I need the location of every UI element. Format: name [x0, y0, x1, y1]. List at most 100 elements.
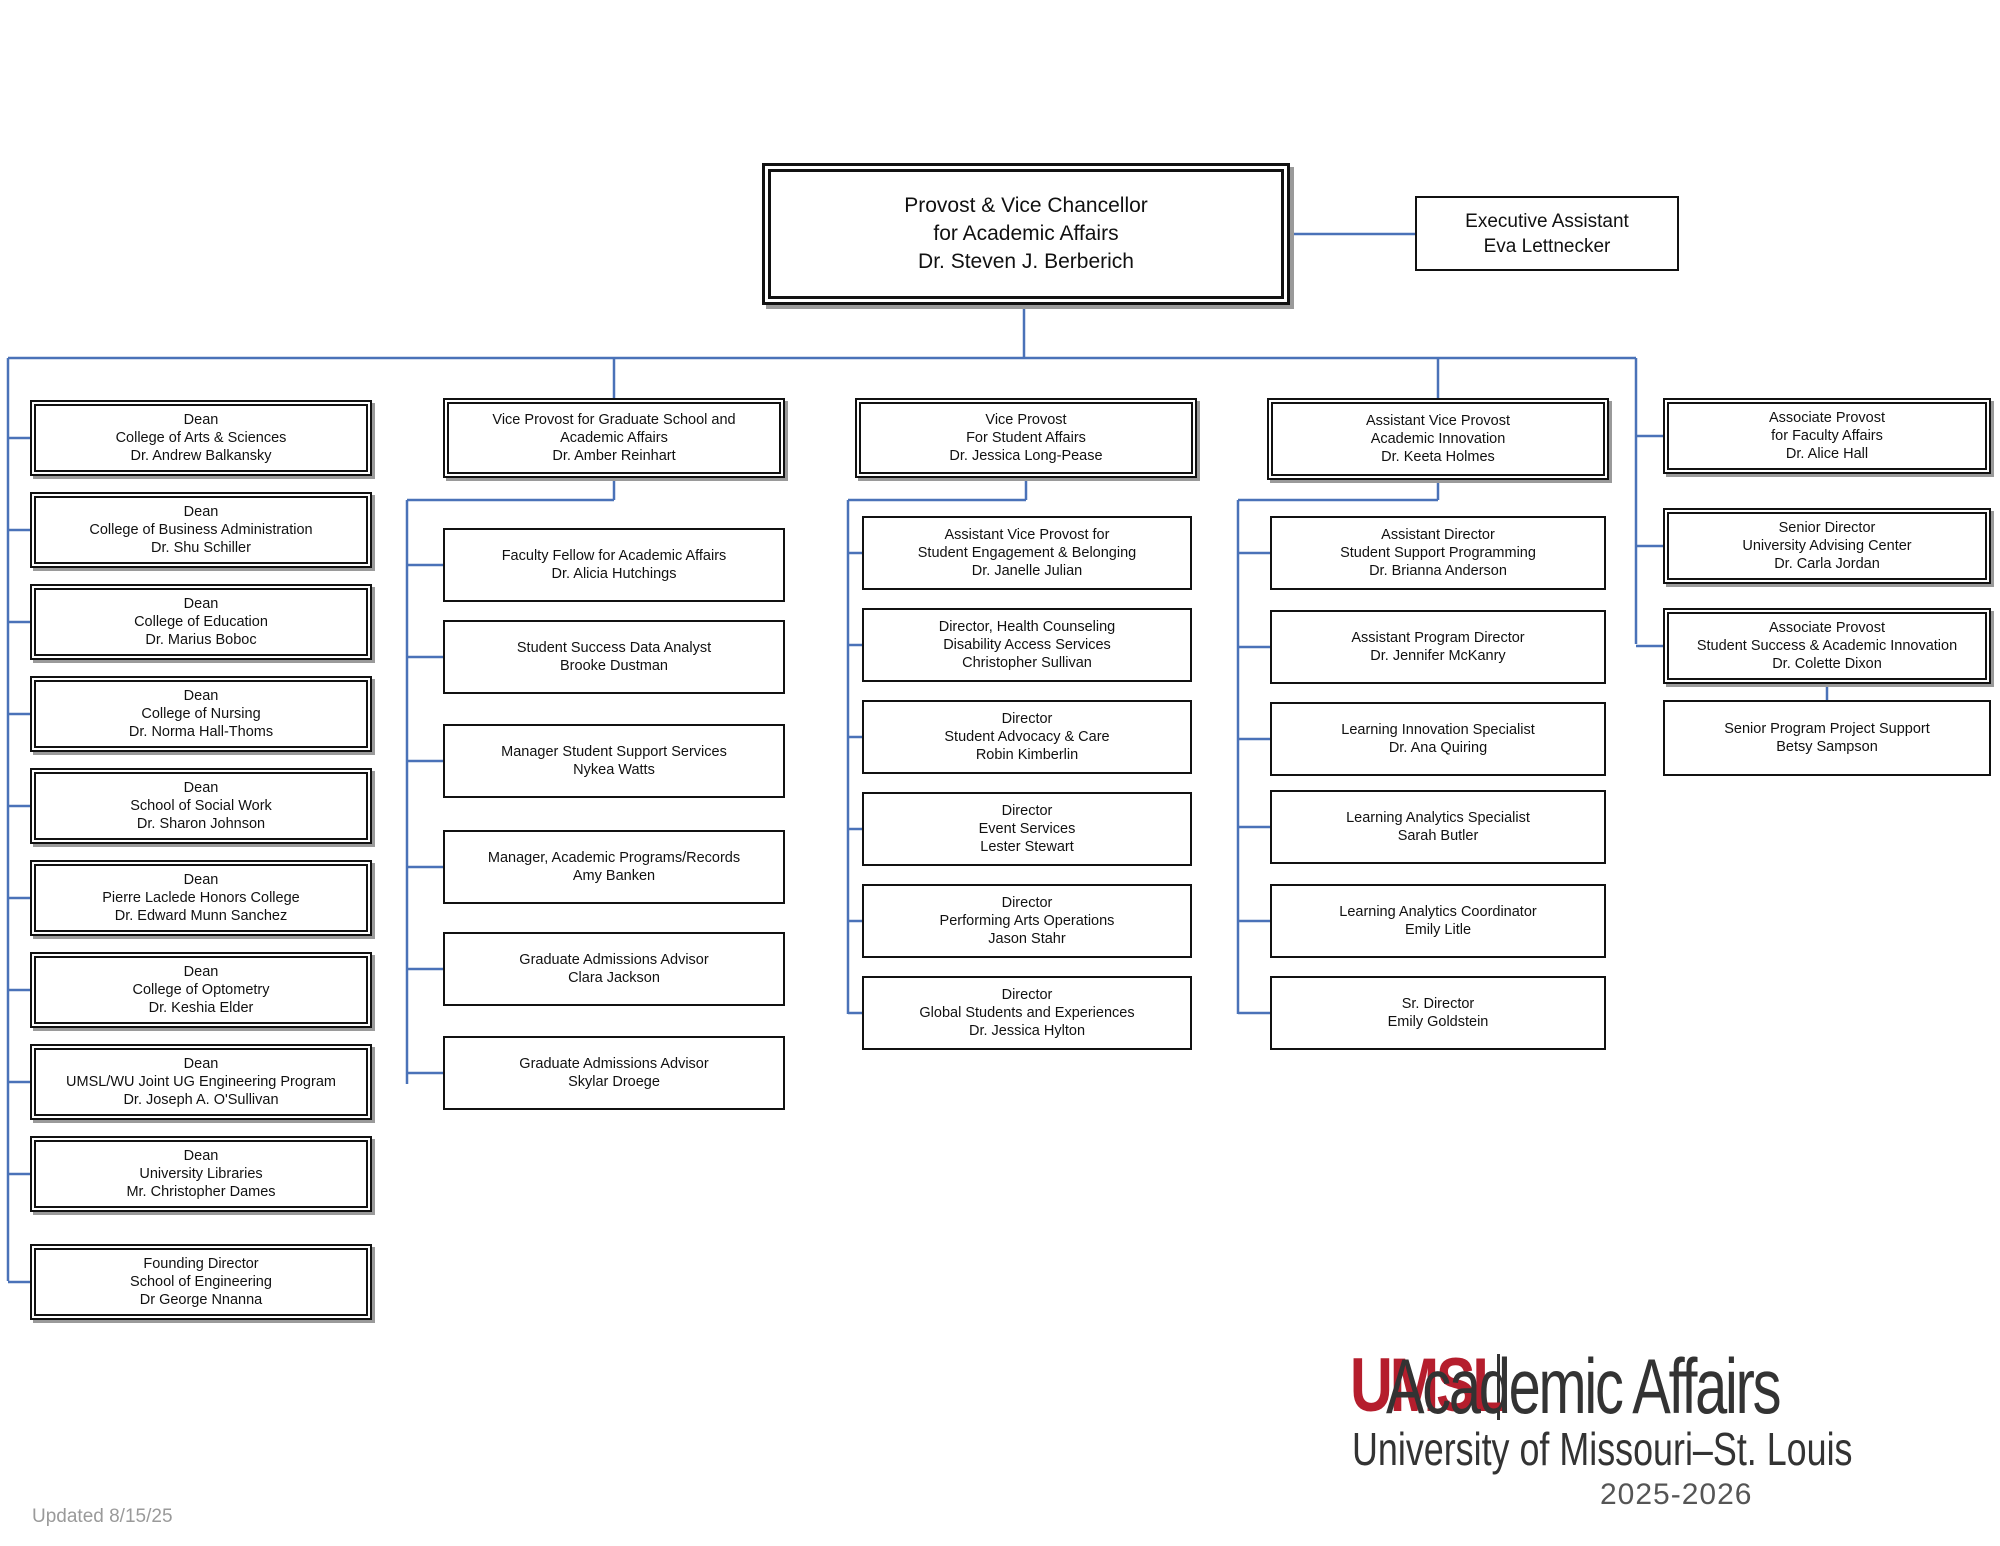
box-line: Disability Access Services: [943, 637, 1111, 653]
box-line: College of Optometry: [132, 982, 270, 998]
box-line: Dr. Andrew Balkansky: [130, 448, 272, 464]
updated-date: Updated 8/15/25: [32, 1506, 173, 1527]
box-line: Dr. Alice Hall: [1785, 446, 1869, 462]
box-line: for Academic Affairs: [933, 222, 1119, 245]
box-line: Student Success Data Analyst: [516, 640, 712, 656]
box-line: Betsy Sampson: [1776, 739, 1878, 755]
box-line: Assistant Vice Provost for: [944, 527, 1110, 543]
box-line: Assistant Program Director: [1351, 630, 1525, 646]
box-line: College of Nursing: [141, 706, 261, 722]
box-line: Assistant Director: [1381, 527, 1495, 543]
box-line: Student Success & Academic Innovation: [1696, 638, 1958, 654]
box-line: Director: [1001, 711, 1053, 727]
box-line: Student Support Programming: [1340, 545, 1536, 561]
box-line: College of Arts & Sciences: [115, 430, 287, 446]
box-line: Dr. Jennifer McKanry: [1370, 648, 1506, 664]
box-line: Dr. Joseph A. O'Sullivan: [123, 1092, 279, 1108]
box-line: Dr. Keshia Elder: [148, 1000, 254, 1016]
box-line: Provost & Vice Chancellor: [904, 194, 1148, 217]
logo-university: University of Missouri–St. Louis: [1352, 1423, 1853, 1475]
box-line: Nykea Watts: [573, 762, 655, 778]
box-line: Dr. Keeta Holmes: [1381, 449, 1495, 465]
box-line: for Faculty Affairs: [1771, 428, 1883, 444]
box-line: Robin Kimberlin: [975, 747, 1079, 763]
box-line: Dean: [183, 964, 219, 980]
box-line: Learning Analytics Coordinator: [1339, 904, 1537, 920]
box-line: Graduate Admissions Advisor: [519, 952, 709, 968]
box-line: College of Business Administration: [89, 522, 313, 538]
box-line: Director: [1001, 987, 1053, 1003]
box-line: Dean: [183, 780, 219, 796]
box-line: University Libraries: [139, 1166, 263, 1182]
box-line: Vice Provost: [985, 412, 1067, 428]
logo-divider: [1497, 1354, 1501, 1420]
box-line: Dr. Colette Dixon: [1772, 656, 1882, 672]
box-line: Dr. Shu Schiller: [151, 540, 251, 556]
box-line: Emily Litle: [1404, 922, 1472, 938]
box-line: Dr. Marius Boboc: [145, 632, 257, 648]
box-line: Eva Lettnecker: [1483, 235, 1611, 257]
box-line: Dean: [183, 872, 219, 888]
box-line: College of Education: [134, 614, 268, 630]
box-line: Dean: [183, 412, 219, 428]
box-line: Dr. Amber Reinhart: [552, 448, 676, 464]
logo-brand: UMSL: [1350, 1343, 1509, 1428]
box-line: University Advising Center: [1742, 538, 1912, 554]
box-line: Student Engagement & Belonging: [917, 545, 1137, 561]
box-line: Emily Goldstein: [1387, 1014, 1489, 1030]
box-line: Manager, Academic Programs/Records: [487, 850, 741, 866]
box-line: Dr. Jessica Hylton: [968, 1023, 1086, 1039]
box-line: Mr. Christopher Dames: [126, 1184, 276, 1200]
provost-box: Provost & Vice Chancellor for Academic Af…: [762, 163, 1290, 305]
box-line: Associate Provost: [1768, 620, 1886, 636]
box-line: For Student Affairs: [966, 430, 1086, 446]
box-line: Director, Health Counseling: [938, 619, 1116, 635]
box-line: Lester Stewart: [980, 839, 1074, 855]
box-line: Dr. Steven J. Berberich: [918, 250, 1134, 273]
box-line: Dean: [183, 688, 219, 704]
